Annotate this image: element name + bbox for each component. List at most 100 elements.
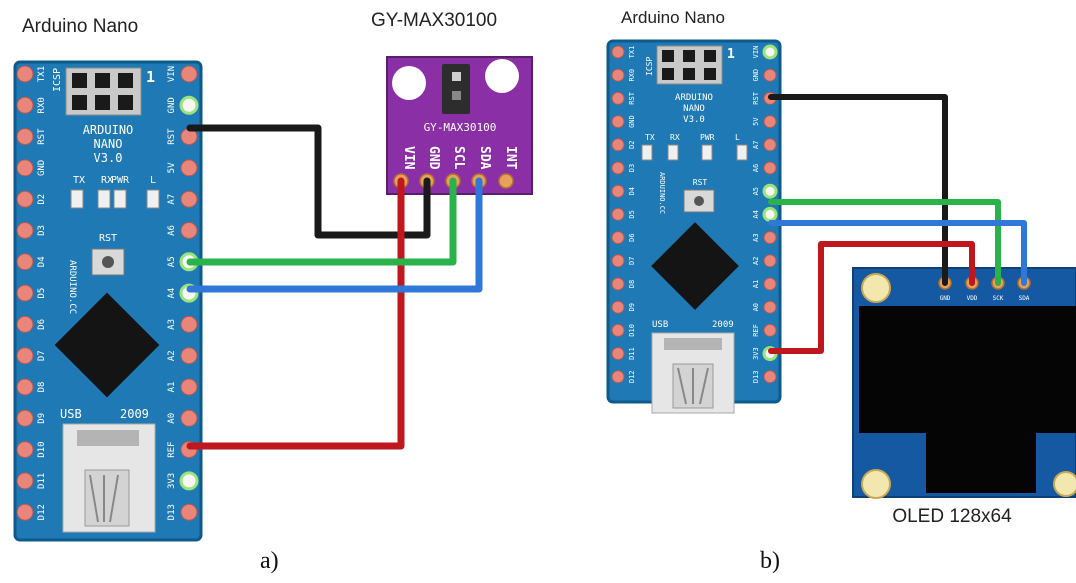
pin-label-b-left-d6: D6 <box>628 233 636 241</box>
board-b-led-label-pwr: PWR <box>700 133 715 142</box>
pin-pad-b-right-a0 <box>763 300 777 314</box>
pin-pad-a-right-d13 <box>180 503 198 521</box>
board-a-left-pin-pads <box>16 65 34 521</box>
board-b-name: ARDUINO <box>675 93 713 103</box>
pin-label-a-left-d2: D2 <box>37 194 47 205</box>
board-a-icsp-label: ICSP <box>52 68 63 92</box>
pin-label-a-left-rst: RST <box>37 128 47 145</box>
pin-label-a-left-d5: D5 <box>37 288 47 299</box>
board-b-led-label-tx: TX <box>645 133 655 142</box>
pin-pad-b-left-d5 <box>611 207 625 221</box>
pin-label-b-right-a0: A0 <box>752 303 760 311</box>
pin-pad-a-left-d10 <box>16 441 34 459</box>
pin-label-b-left-rst: RST <box>628 91 636 104</box>
pin-pad-a-right-gnd <box>179 95 199 115</box>
pin-pad-a-left-rx0 <box>16 96 34 114</box>
wire-b-gnd-black <box>768 94 948 286</box>
pin-pad-a-left-gnd <box>16 159 34 177</box>
board-b-icsp-label: ICSP <box>645 57 654 76</box>
sensor-pin-label-sda: SDA <box>477 146 492 170</box>
pin-pad-b-left-d8 <box>611 277 625 291</box>
sensor-mount-hole-right <box>485 59 519 93</box>
wire-b-3v3-red <box>768 241 975 354</box>
figure-a-caption: a) <box>260 548 279 574</box>
pin-label-a-left-d7: D7 <box>37 350 47 361</box>
pin-pad-b-right-vin <box>762 44 778 60</box>
pin-pad-a-left-d8 <box>16 378 34 396</box>
pin-pad-b-right-d13 <box>763 370 777 384</box>
pin-label-a-left-rx0: RX0 <box>37 97 47 113</box>
pin-pad-b-left-d2 <box>611 138 625 152</box>
pin-pad-b-right-ref <box>763 323 777 337</box>
oled-pin-label-vdd: VDD <box>967 295 978 302</box>
pin-label-b-left-d7: D7 <box>628 257 636 265</box>
pin-pad-a-left-d4 <box>16 253 34 271</box>
sensor-pin-label-scl: SCL <box>451 146 466 170</box>
pin-pad-a-left-d5 <box>16 284 34 302</box>
pin-pad-b-left-d3 <box>611 161 625 175</box>
wire-a-gnd-black <box>186 124 431 239</box>
pin-label-a-right-a1: A1 <box>167 382 177 393</box>
pin-label-b-left-d10: D10 <box>628 324 636 337</box>
pin-label-a-right-5v: 5V <box>167 162 177 173</box>
pin-label-b-right-a7: A7 <box>752 141 760 149</box>
board-b-leds: TX RX PWR L <box>641 133 748 161</box>
pin-pad-a-right-a6 <box>180 222 198 239</box>
pin-pad-b-left-d4 <box>611 184 625 198</box>
pin-label-a-right-a4: A4 <box>167 288 177 299</box>
oled-display-module: GND VDD SCK SDA <box>852 267 1076 499</box>
pin-pad-a-left-d2 <box>16 190 34 208</box>
board-b-led-label-rx: RX <box>670 133 680 142</box>
wire-b-a5-sck-green <box>768 199 1001 286</box>
board-a-year-label: 2009 <box>120 407 149 421</box>
pin-pad-a-left-rst <box>16 128 34 146</box>
board-b-left-pin-pads <box>611 45 625 384</box>
oled-mount-hole-br <box>1053 471 1076 497</box>
pin-label-b-left-d2: D2 <box>628 141 636 149</box>
figure-a-sensor-title: GY-MAX30100 <box>371 10 498 31</box>
pin-pad-a-left-d7 <box>16 347 34 365</box>
pin-label-b-left-d3: D3 <box>628 164 636 172</box>
oled-pin-label-sda: SDA <box>1019 295 1030 302</box>
figure-a-board-title: Arduino Nano <box>22 16 139 37</box>
pin-label-a-right-a6: A6 <box>167 225 177 236</box>
pin-pad-a-right-vin <box>180 65 198 83</box>
pin-label-b-right-a4: A4 <box>752 210 760 218</box>
board-a-usb-connector <box>62 423 156 533</box>
pin-label-b-left-gnd: GND <box>628 115 636 128</box>
sensor-mount-hole-left <box>392 66 426 100</box>
pin-label-a-left-d9: D9 <box>37 413 47 424</box>
pin-pad-b-left-gnd <box>611 115 625 129</box>
pin-label-a-left-d6: D6 <box>37 319 47 330</box>
board-b-mcu-chip <box>651 222 739 310</box>
pin-label-a-left-d11: D11 <box>37 473 47 489</box>
pin-label-a-right-vin: VIN <box>167 66 177 82</box>
board-a-model: NANO <box>94 137 123 151</box>
board-a-reset-button <box>91 248 125 276</box>
pin-label-a-right-ref: REF <box>167 441 177 457</box>
pin-label-b-right-5v: 5V <box>752 117 760 126</box>
pin-label-b-right-a1: A1 <box>752 280 760 288</box>
board-a-usb-label: USB <box>60 407 82 421</box>
pin-label-a-right-a5: A5 <box>167 256 177 267</box>
pin-label-a-right-a0: A0 <box>167 413 177 424</box>
pin-label-b-right-vin: VIN <box>752 46 760 59</box>
board-a-leds: TX RX PWR L <box>70 175 160 209</box>
pin-pad-b-right-a4 <box>762 206 778 222</box>
pin-pad-a-right-a2 <box>180 347 198 365</box>
wire-a-a4-sda-blue <box>186 177 483 293</box>
pin-pad-a-left-d11 <box>16 472 34 490</box>
pin-pad-a-left-d9 <box>16 409 34 427</box>
oled-ribbon <box>926 433 1036 493</box>
board-a-rst-label: RST <box>99 233 117 244</box>
pin-label-b-left-tx1: TX1 <box>628 46 636 59</box>
wire-a-a5-scl-green <box>186 177 457 266</box>
board-b-cc-label: ARDUINO.CC <box>658 172 666 214</box>
pin-label-b-right-ref: REF <box>752 324 760 337</box>
board-a-pin1-marker: 1 <box>146 68 155 86</box>
pin-pad-b-left-tx1 <box>611 45 625 59</box>
